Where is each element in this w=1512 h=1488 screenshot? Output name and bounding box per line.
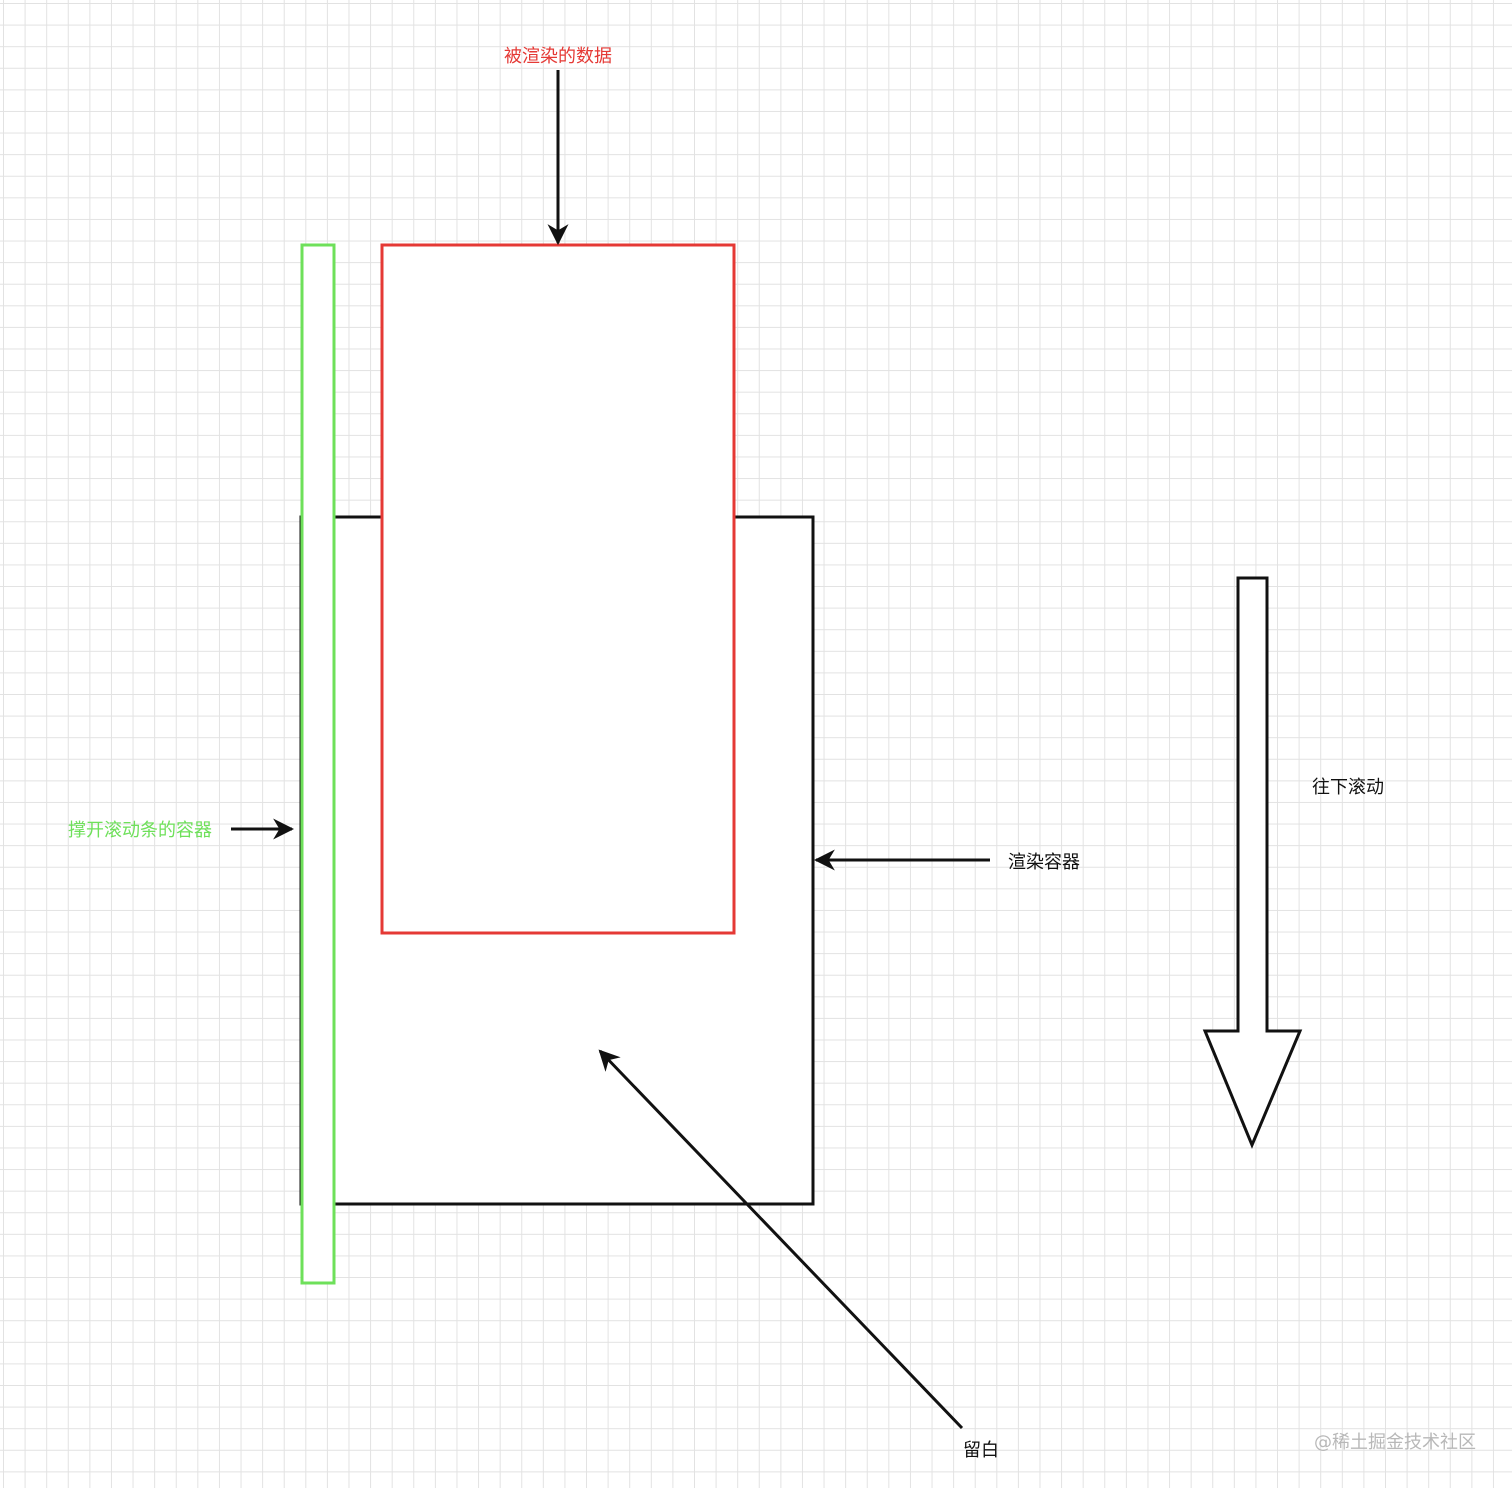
render-container-label: 渲染容器 xyxy=(1008,852,1080,873)
scroll-expander-label: 撑开滚动条的容器 xyxy=(68,820,212,841)
scroll-down-arrow-icon xyxy=(1202,576,1303,1149)
blank-space-label: 留白 xyxy=(963,1440,999,1461)
rendered-data-box xyxy=(380,243,736,935)
blank-space-arrow xyxy=(598,1049,964,1430)
watermark: @稀土掘金技术社区 xyxy=(1314,1432,1476,1453)
scroll-expander-box xyxy=(300,243,336,1285)
rendered-data-label: 被渲染的数据 xyxy=(504,46,612,67)
scroll-down-label: 往下滚动 xyxy=(1312,777,1384,798)
